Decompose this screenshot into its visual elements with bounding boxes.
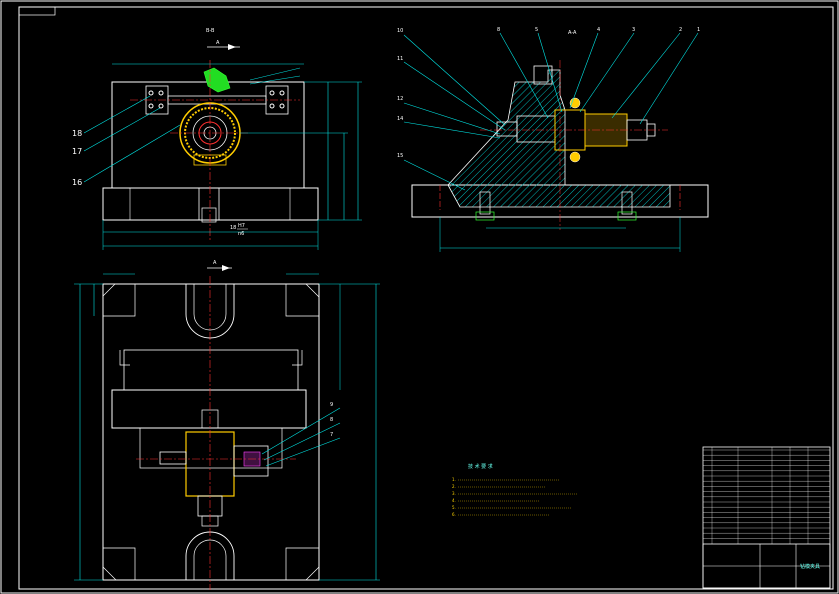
- corner-tag: [18, 6, 56, 16]
- view-plan: A: [74, 260, 380, 590]
- notes-line-6: 6.: [452, 512, 456, 517]
- section-mark-a-plan: A: [213, 260, 217, 266]
- title-block-name: 钻模夹具: [800, 563, 820, 570]
- green-clamp: [203, 67, 231, 93]
- part-label-11: 11: [397, 56, 403, 62]
- part-label-2: 2: [679, 27, 682, 33]
- part-label-14: 14: [397, 116, 403, 122]
- part-label-9: 9: [330, 402, 333, 408]
- part-label-15: 15: [397, 153, 403, 159]
- notes-line-1: 1.: [452, 477, 456, 482]
- view-aa-title: A-A: [568, 30, 577, 36]
- notes-line-5: 5.: [452, 505, 456, 510]
- part-label-17: 17: [72, 147, 82, 156]
- part-label-5: 5: [535, 27, 538, 33]
- dim-fraction-num: H7: [238, 223, 245, 229]
- title-block: 钻模夹具: [702, 446, 831, 589]
- dim-fraction-den: n6: [238, 231, 244, 237]
- part-label-18: 18: [72, 129, 82, 138]
- part-label-4: 4: [597, 27, 600, 33]
- part-label-10: 10: [397, 28, 403, 34]
- view-aa: A-A: [397, 27, 709, 252]
- dim-prefix: 18: [230, 225, 236, 231]
- aa-hatched-body: [447, 69, 671, 208]
- bb-base: [102, 187, 319, 221]
- tech-notes: 技 术 要 求 1. 2. 3. 4. 5. 6.: [452, 463, 578, 517]
- bom-table: [703, 447, 830, 544]
- view-bb-title: B-B: [206, 28, 215, 34]
- notes-line-4: 4.: [452, 498, 456, 503]
- part-label-8-aa: 8: [497, 27, 500, 33]
- part-label-3: 3: [632, 27, 635, 33]
- section-mark-a-top: A: [216, 40, 220, 46]
- notes-title: 技 术 要 求: [468, 463, 493, 470]
- part-label-7: 7: [330, 432, 333, 438]
- notes-line-3: 3.: [452, 491, 456, 496]
- part-label-8-plan: 8: [330, 417, 333, 423]
- bb-body: [111, 81, 305, 189]
- part-label-16: 16: [72, 178, 82, 187]
- view-bb: B-B A: [72, 28, 362, 250]
- notes-line-2: 2.: [452, 484, 456, 489]
- plan-outline: [102, 283, 320, 581]
- part-label-1: 1: [697, 27, 700, 33]
- part-label-12: 12: [397, 96, 403, 102]
- inner-border: [18, 6, 834, 590]
